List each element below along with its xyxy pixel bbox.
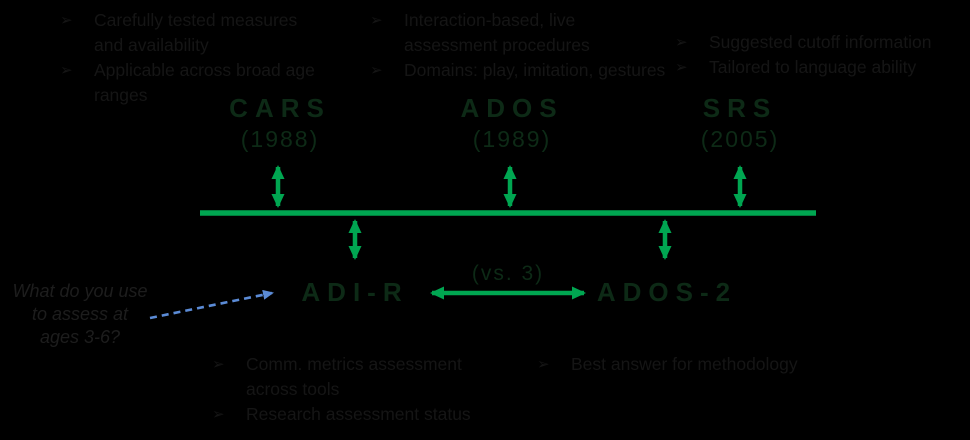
timeline-item-title: ADI-R	[301, 277, 409, 307]
bullet-arrow-icon: ➢	[212, 406, 225, 423]
note-text: to assess at	[31, 304, 129, 324]
bullet-arrow-icon: ➢	[212, 356, 225, 373]
bullet-arrow-icon: ➢	[60, 62, 73, 79]
top-notes-column-1: ➢ Carefully tested measures and availabi…	[60, 8, 370, 108]
timeline-item-title: SRS	[702, 93, 778, 123]
bullet-arrow-icon: ➢	[370, 12, 383, 29]
note-text: Research assessment status	[246, 404, 471, 424]
list-item: ➢ Suggested cutoff information	[675, 30, 965, 55]
bullet-arrow-icon: ➢	[675, 34, 688, 51]
top-notes-column-3: ➢ Suggested cutoff information ➢ Tailore…	[675, 30, 965, 80]
list-item: ➢ Interaction-based, live assessment pro…	[370, 8, 670, 58]
note-text: across tools	[246, 379, 340, 399]
top-notes-column-2: ➢ Interaction-based, live assessment pro…	[370, 8, 670, 83]
timeline-item-title: CARS	[229, 93, 331, 123]
note-text: Comm. metrics assessment	[246, 354, 462, 374]
note-text: and availability	[94, 35, 209, 55]
list-item: ➢ Best answer for methodology	[537, 352, 837, 377]
list-item: ➢ Research assessment status	[212, 402, 512, 427]
note-text: Interaction-based, live	[404, 10, 576, 30]
timeline-item-year: (1988)	[240, 126, 320, 152]
timeline-item-above-1: CARS (1988)	[229, 92, 331, 154]
side-annotation-note: What do you use to assess at ages 3-6?	[6, 280, 154, 349]
note-text: Carefully tested measures	[94, 10, 298, 30]
bullet-arrow-icon: ➢	[675, 59, 688, 76]
note-text: Tailored to language ability	[709, 57, 917, 77]
note-text: Domains: play, imitation, gestures	[404, 60, 666, 80]
timeline-item-below-2: ADOS-2	[597, 276, 737, 308]
bottom-notes-right: ➢ Best answer for methodology	[537, 352, 837, 377]
timeline-item-above-2: ADOS (1989)	[460, 92, 563, 154]
bullet-arrow-icon: ➢	[60, 12, 73, 29]
timeline-item-year: (1989)	[472, 126, 552, 152]
list-item: ➢ Tailored to language ability	[675, 55, 965, 80]
timeline-item-below-1: ADI-R	[301, 276, 408, 308]
note-text: What do you use	[12, 281, 148, 301]
bullet-arrow-icon: ➢	[370, 62, 383, 79]
note-text: assessment procedures	[404, 35, 590, 55]
timeline-item-title: ADOS-2	[596, 277, 738, 307]
bullet-arrow-icon: ➢	[537, 356, 550, 373]
note-text: Best answer for methodology	[571, 354, 798, 374]
timeline-item-year: (2005)	[700, 126, 780, 152]
list-item: ➢ Carefully tested measures and availabi…	[60, 8, 370, 58]
annotation-arrow-icon	[149, 289, 274, 320]
note-text: Suggested cutoff information	[709, 32, 932, 52]
timeline-item-above-3: SRS (2005)	[701, 92, 779, 154]
timeline-item-title: ADOS	[460, 93, 564, 123]
bottom-notes-left: ➢ Comm. metrics assessment across tools …	[212, 352, 512, 427]
list-item: ➢ Domains: play, imitation, gestures	[370, 58, 670, 83]
list-item: ➢ Comm. metrics assessment across tools	[212, 352, 512, 402]
comparison-label: (vs. 3)	[471, 262, 545, 285]
note-text: Applicable across broad age ranges	[94, 60, 315, 105]
note-text: ages 3-6?	[39, 327, 121, 347]
list-item: ➢ Applicable across broad age ranges	[60, 58, 370, 108]
